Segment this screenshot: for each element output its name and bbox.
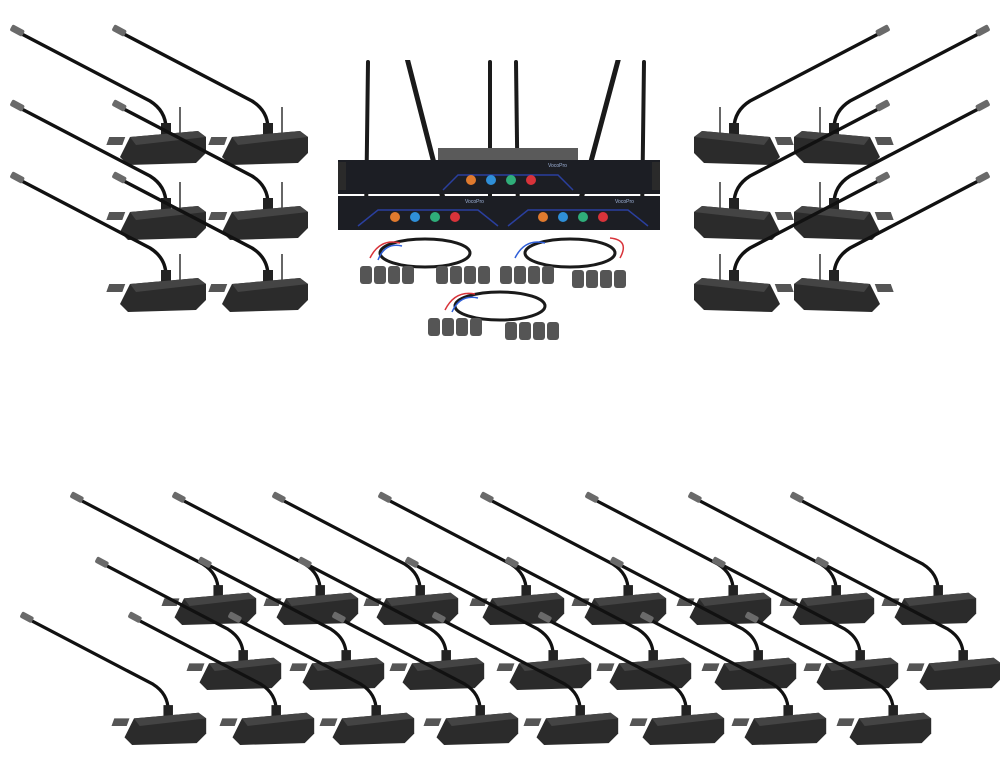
gooseneck-microphone [690,171,890,312]
gooseneck-microphone [815,556,1000,690]
gooseneck-microphone [20,611,210,745]
gooseneck-microphone [790,491,980,625]
gooseneck-microphone [690,24,890,165]
receiver-unit-top [338,160,660,194]
gooseneck-microphone [538,611,728,745]
gooseneck-microphone [790,24,990,165]
gooseneck-microphone [690,99,890,240]
gooseneck-microphone [228,611,418,745]
gooseneck-microphone [432,611,622,745]
wireless-receiver-rack: VocoPro VocoPro VocoPro [338,39,660,230]
gooseneck-microphone [112,171,312,312]
brand-label: VocoPro [465,199,484,205]
brand-label: VocoPro [548,163,567,169]
gooseneck-microphone [745,611,935,745]
xlr-snake-cables [340,228,660,346]
gooseneck-microphone [790,171,990,312]
gooseneck-microphone [10,171,210,312]
gooseneck-microphone [112,99,312,240]
gooseneck-microphone [128,611,318,745]
gooseneck-microphone [332,611,522,745]
gooseneck-microphone [112,24,312,165]
brand-label: VocoPro [615,199,634,205]
gooseneck-microphone [640,611,830,745]
receiver-unit-bottom [338,196,660,230]
